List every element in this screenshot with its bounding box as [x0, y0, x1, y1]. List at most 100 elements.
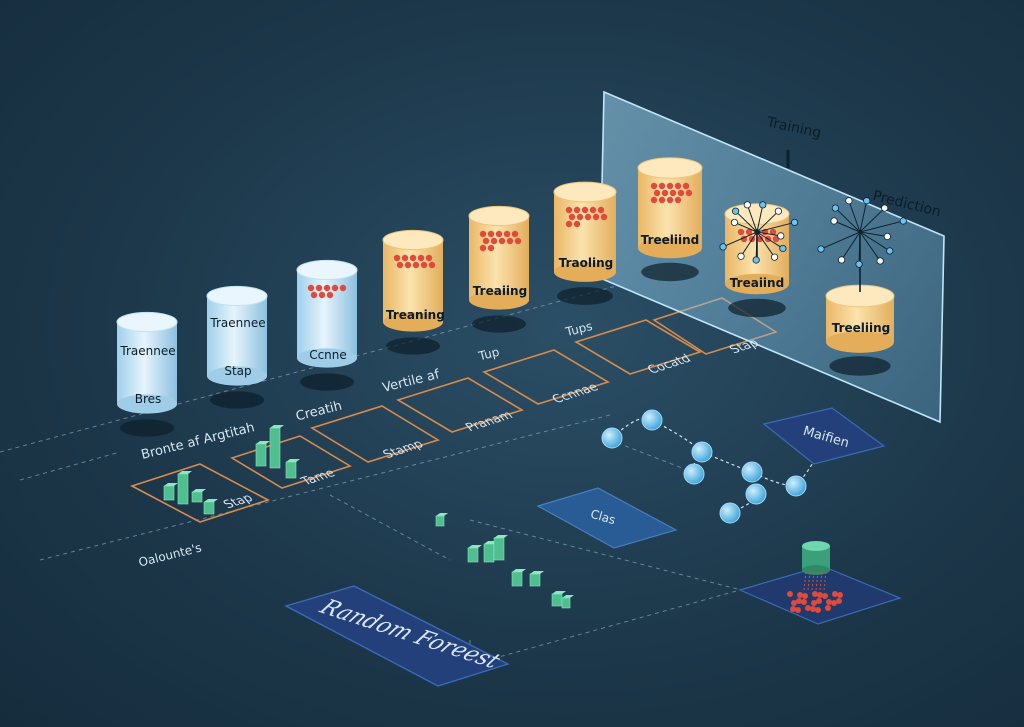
cylinder-5-bottom-label: Treaiing — [472, 284, 528, 298]
data-point-dot — [677, 189, 685, 197]
cylinder-3 — [296, 259, 358, 391]
tree-node — [886, 247, 894, 255]
data-point-dot — [576, 213, 584, 221]
data-point-dot — [658, 196, 666, 204]
output-dot — [787, 591, 793, 597]
output-dot — [805, 605, 811, 611]
tree-node — [743, 201, 751, 209]
data-point-dot — [589, 206, 597, 214]
data-point-dot — [568, 213, 576, 221]
data-point-dot — [396, 261, 404, 269]
output-dot — [836, 598, 842, 604]
green-bar-top — [512, 569, 526, 572]
network-node — [719, 502, 741, 524]
green-bar-top — [192, 489, 206, 492]
green-bar-top — [530, 571, 544, 574]
tree-node — [737, 252, 745, 260]
data-point-dot — [565, 220, 573, 228]
data-point-dot — [318, 291, 326, 299]
output-dot — [811, 600, 817, 606]
step-box-3 — [310, 405, 440, 463]
green-bar — [435, 515, 445, 527]
data-point-dot — [666, 182, 674, 190]
data-point-dot — [584, 213, 592, 221]
data-point-dot — [479, 230, 487, 238]
cylinder-6-bottom-label: Traoling — [558, 256, 614, 270]
network-node — [691, 441, 713, 463]
tree-node — [774, 207, 783, 215]
output-dot — [831, 600, 837, 606]
green-bar — [551, 593, 563, 607]
step-box-6 — [574, 319, 702, 375]
data-point-dot — [600, 213, 608, 221]
data-point-dot — [417, 254, 425, 262]
random-forest-panel — [284, 585, 510, 687]
modifier-panel — [762, 407, 886, 465]
data-point-dot — [573, 206, 581, 214]
data-point-dot — [756, 235, 764, 243]
green-bar-top — [468, 545, 482, 548]
output-dot — [812, 591, 818, 597]
green-bar-top — [178, 471, 192, 474]
tree-node — [752, 256, 760, 264]
cylinder-7-bottom-label: Treeliind — [640, 233, 700, 247]
cylinder-9-bottom-label: Treeliing — [831, 321, 891, 335]
green-bar — [511, 571, 523, 587]
data-point-dot — [682, 182, 690, 190]
green-bar — [203, 501, 215, 515]
cylinder-1-bottom-label: Bres — [134, 392, 162, 406]
output-dot — [816, 598, 822, 604]
network-node — [745, 483, 767, 505]
data-point-dot — [310, 291, 318, 299]
tree-node — [845, 197, 853, 205]
green-bar — [285, 461, 297, 479]
cylinder-4-bottom-label: Treaning — [386, 308, 445, 322]
data-point-dot — [669, 189, 677, 197]
data-point-dot — [487, 244, 495, 252]
data-point-dot — [331, 284, 339, 292]
data-point-dot — [428, 261, 436, 269]
data-point-dot — [745, 228, 753, 236]
step-box-4 — [396, 377, 524, 433]
tree-node — [831, 204, 839, 212]
cylinder-5 — [468, 205, 530, 333]
output-dot — [791, 600, 797, 606]
output-dot — [810, 606, 816, 612]
tree-node — [731, 207, 740, 215]
green-bar-top — [256, 441, 270, 444]
output-dot — [801, 599, 807, 605]
data-point-dot — [737, 228, 745, 236]
tree-node — [779, 244, 787, 253]
output-dot — [797, 592, 803, 598]
tree-node — [790, 218, 799, 227]
green-bar-top — [270, 425, 284, 428]
data-point-dot — [315, 284, 323, 292]
data-point-dot — [573, 220, 581, 228]
data-point-dot — [581, 206, 589, 214]
green-bar-top — [286, 459, 300, 462]
output-dot — [837, 592, 843, 598]
tree-node — [837, 256, 846, 264]
data-point-dot — [514, 237, 522, 245]
green-bar — [493, 537, 505, 561]
output-dot — [826, 599, 832, 605]
data-point-dot — [487, 230, 495, 238]
data-point-dot — [653, 189, 661, 197]
data-point-dot — [425, 254, 433, 262]
data-point-dot — [420, 261, 428, 269]
cylinder-4 — [382, 229, 444, 355]
cylinder-1 — [116, 311, 178, 437]
tree-node — [770, 253, 779, 261]
tree-node — [899, 217, 907, 225]
dashed-guides — [0, 284, 781, 666]
green-bar-top — [552, 591, 566, 594]
green-bar-top — [494, 535, 508, 538]
cylinder-8-bottom-label: Treaiind — [729, 276, 785, 290]
green-bar — [255, 443, 267, 467]
data-point-dot — [674, 196, 682, 204]
green-bar — [191, 491, 203, 503]
cylinder-1-top-label: Traennee — [120, 344, 176, 358]
cylinder-2-top-label: Traennee — [210, 316, 266, 330]
data-point-dot — [661, 189, 669, 197]
